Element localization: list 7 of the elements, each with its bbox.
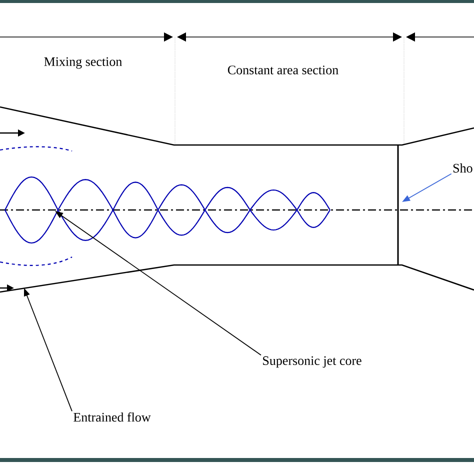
callout-text: Sho — [453, 163, 472, 173]
callout-text: Entrained flow — [74, 412, 151, 422]
ejector-wall — [0, 264, 474, 293]
section-label: Mixing section — [44, 57, 122, 69]
callout-text: Supersonic jet core — [263, 356, 362, 368]
section-label: Constant area section — [228, 66, 338, 74]
jet-wave — [4, 176, 330, 244]
